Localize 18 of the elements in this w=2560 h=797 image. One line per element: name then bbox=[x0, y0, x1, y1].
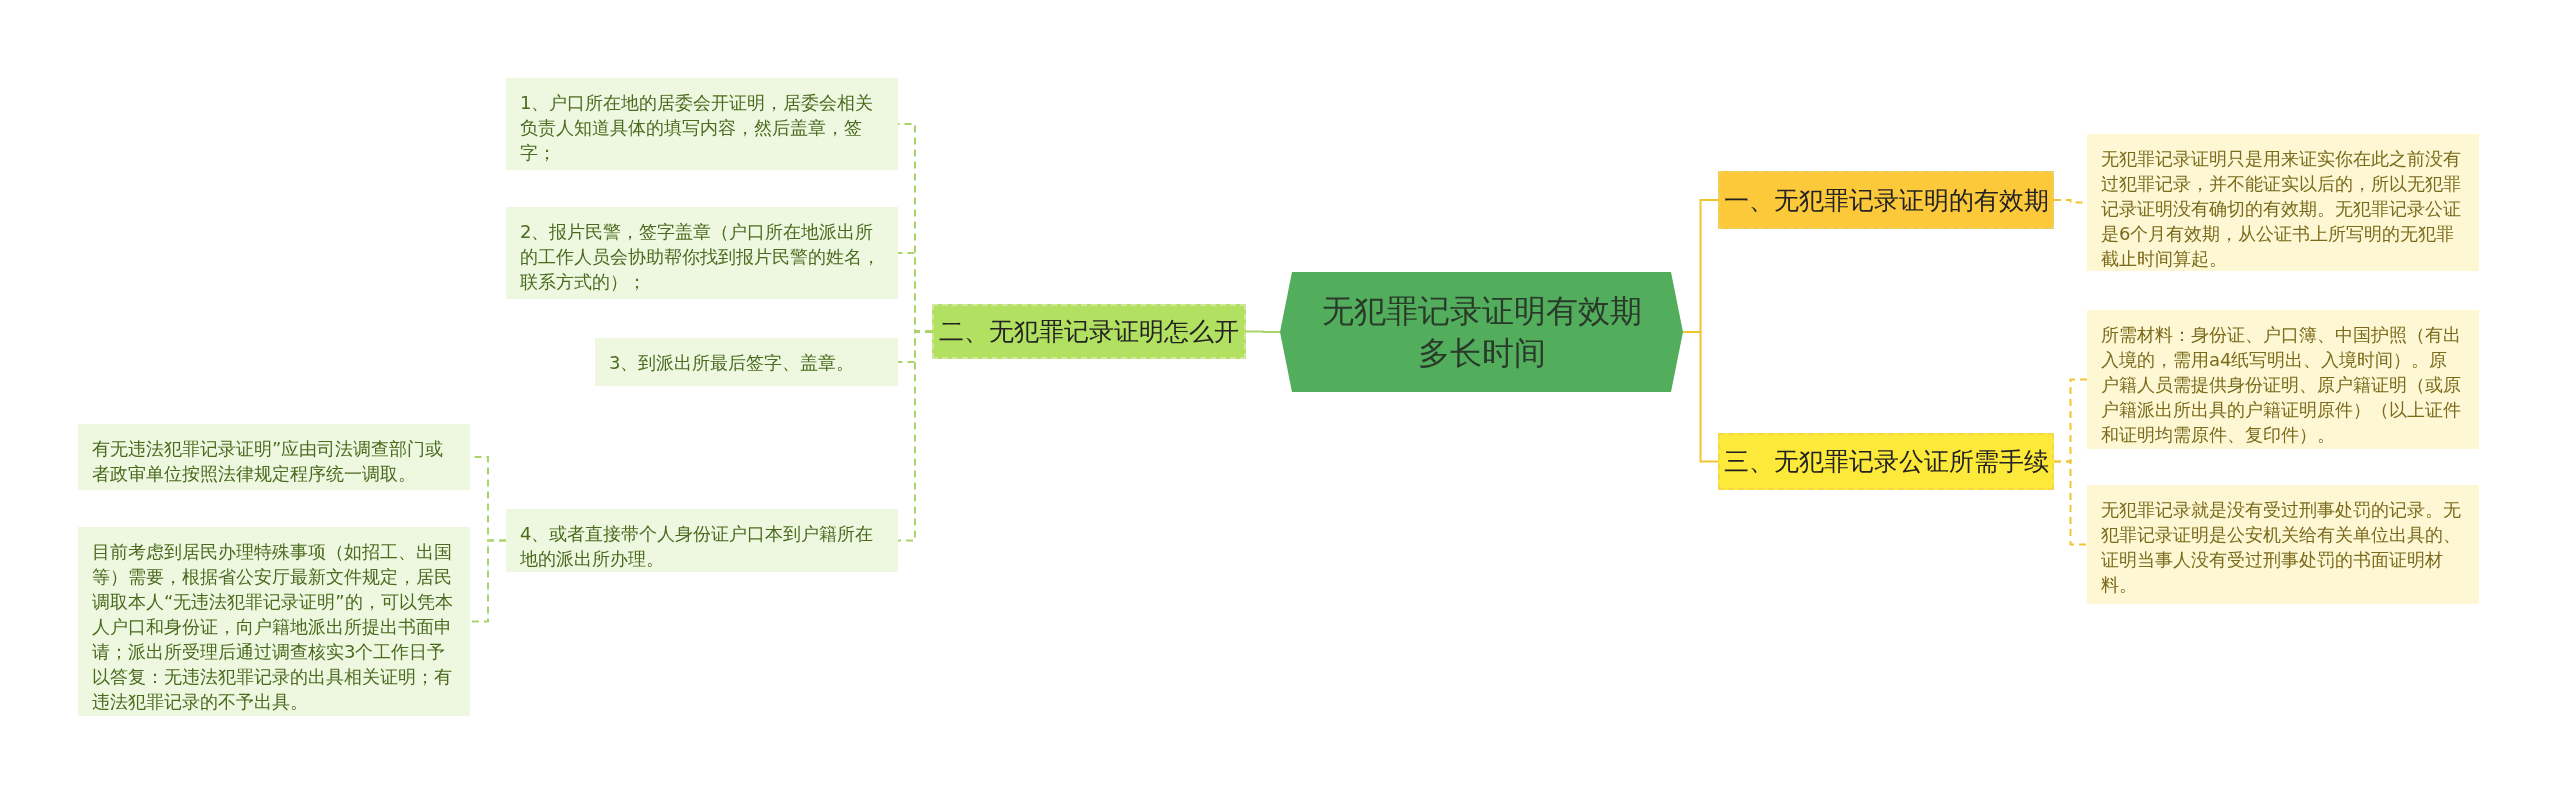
connector-line bbox=[469, 539, 507, 623]
note-box: 所需材料：身份证、户口簿、中国护照（有出入境的，需用a4纸写明出、入境时间）。原户籍人员需提供身份证明、原户籍证明（或原户籍派出所出具的户籍证明原件）（以上证件和证明均需原件、复印件）。 bbox=[2087, 310, 2479, 449]
connector-line bbox=[897, 330, 933, 542]
note-box: 有无违法犯罪记录证明”应由司法调查部门或者政审单位按照法律规定程序统一调取。 bbox=[78, 424, 470, 490]
connector-line bbox=[1682, 331, 1719, 463]
note-box: 1、户口所在地的居委会开证明，居委会相关负责人知道具体的填写内容，然后盖章，签字； bbox=[506, 78, 898, 170]
note-box: 无犯罪记录证明只是用来证实你在此之前没有过犯罪记录，并不能证实以后的，所以无犯罪记录证明没有确切的有效期。无犯罪记录公证是6个月有效期，从公证书上所写明的无犯罪截止时间算起。 bbox=[2087, 134, 2479, 271]
connector-line bbox=[1245, 330, 1281, 333]
note-box: 2、报片民警，签字盖章（户口所在地派出所的工作人员会协助帮你找到报片民警的姓名，联系方式的）； bbox=[506, 207, 898, 299]
branch-box: 二、无犯罪记录证明怎么开 bbox=[932, 304, 1246, 359]
note-box: 3、到派出所最后签字、盖章。 bbox=[595, 338, 898, 386]
branch-box: 一、无犯罪记录证明的有效期 bbox=[1718, 171, 2054, 229]
branch-box: 三、无犯罪记录公证所需手续 bbox=[1718, 433, 2054, 490]
note-box: 无犯罪记录就是没有受过刑事处罚的记录。无犯罪记录证明是公安机关给有关单位出具的、证明当事人没有受过刑事处罚的书面证明材料。 bbox=[2087, 485, 2479, 604]
connector-line bbox=[2053, 460, 2088, 546]
note-box: 4、或者直接带个人身份证户口本到户籍所在地的派出所办理。 bbox=[506, 509, 898, 572]
note-box: 目前考虑到居民办理特殊事项（如招工、出国等）需要，根据省公安厅最新文件规定，居民调取本人“无违法犯罪记录证明”的，可以凭本人户口和身份证，向户籍地派出所提出书面申请；派出所受理后通过调查核实3个工作日予以答复：无违法犯罪记录的出具相关证明；有违法犯罪记录的不予出具。 bbox=[78, 527, 470, 716]
topic-hexagon: 无犯罪记录证明有效期多长时间 bbox=[1280, 272, 1683, 392]
